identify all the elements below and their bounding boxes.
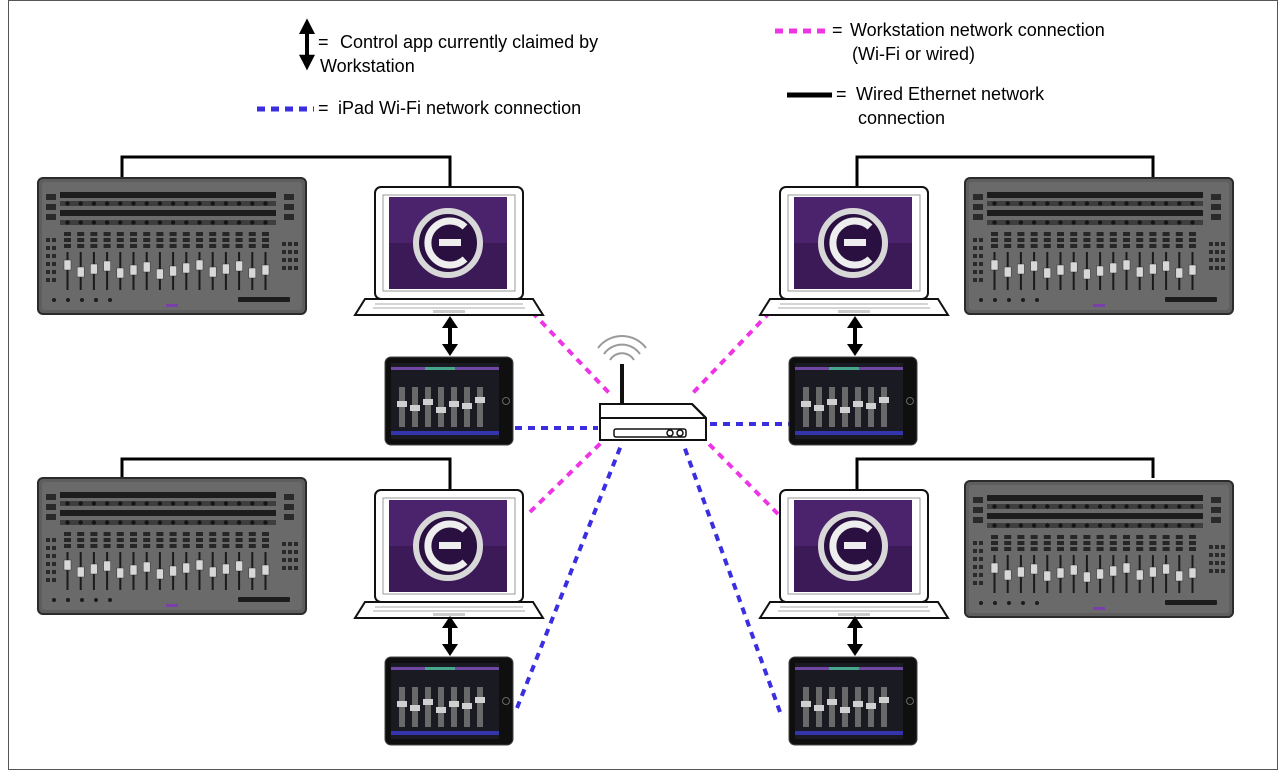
diagram-frame (8, 0, 1278, 770)
wifi-router (597, 335, 707, 441)
control-claim-arrow-top-right (845, 314, 865, 358)
ipad-bottom-right (788, 656, 918, 746)
wifi-signal-icon (597, 335, 647, 361)
control-claim-arrow-top-left (440, 314, 460, 358)
legend-workstation-net-line1: Workstation network connection (850, 20, 1105, 40)
legend-workstation-net-eq: = (832, 20, 843, 40)
legend-ethernet-eq: = (836, 84, 847, 104)
workstation-network-lines (528, 310, 780, 516)
fader-bank (990, 504, 1197, 593)
legend-ipad-wifi-eq: = (318, 98, 329, 118)
ipad-top-right (788, 356, 918, 446)
laptop-top-right (760, 187, 948, 315)
legend-control-app-eq: = (318, 32, 329, 52)
ethernet-wires (120, 155, 1155, 490)
legend-workstation-net-line2: (Wi-Fi or wired) (852, 44, 975, 64)
legend-ethernet-line1: Wired Ethernet network (856, 84, 1045, 104)
laptop-top-left (355, 187, 543, 315)
legend-ipad-wifi-label: iPad Wi-Fi network connection (338, 98, 582, 118)
fader-bank (63, 501, 270, 590)
control-claim-arrow-bottom-left (440, 614, 460, 658)
legend-ethernet-line2: connection (858, 108, 946, 128)
ipad-top-left (384, 356, 514, 446)
legend-control-app-line2: Workstation (320, 56, 415, 76)
fader-bank (990, 201, 1197, 290)
legend-double-arrow-icon (299, 18, 315, 71)
laptop-bottom-right (760, 490, 948, 618)
fader-bank (63, 201, 270, 290)
ipad-wifi-lines (515, 422, 790, 713)
legend-control-app-line1: Control app currently claimed by (340, 32, 599, 52)
control-claim-arrow-bottom-right (845, 614, 865, 658)
ipad-bottom-left (384, 656, 514, 746)
laptop-bottom-left (355, 490, 543, 618)
